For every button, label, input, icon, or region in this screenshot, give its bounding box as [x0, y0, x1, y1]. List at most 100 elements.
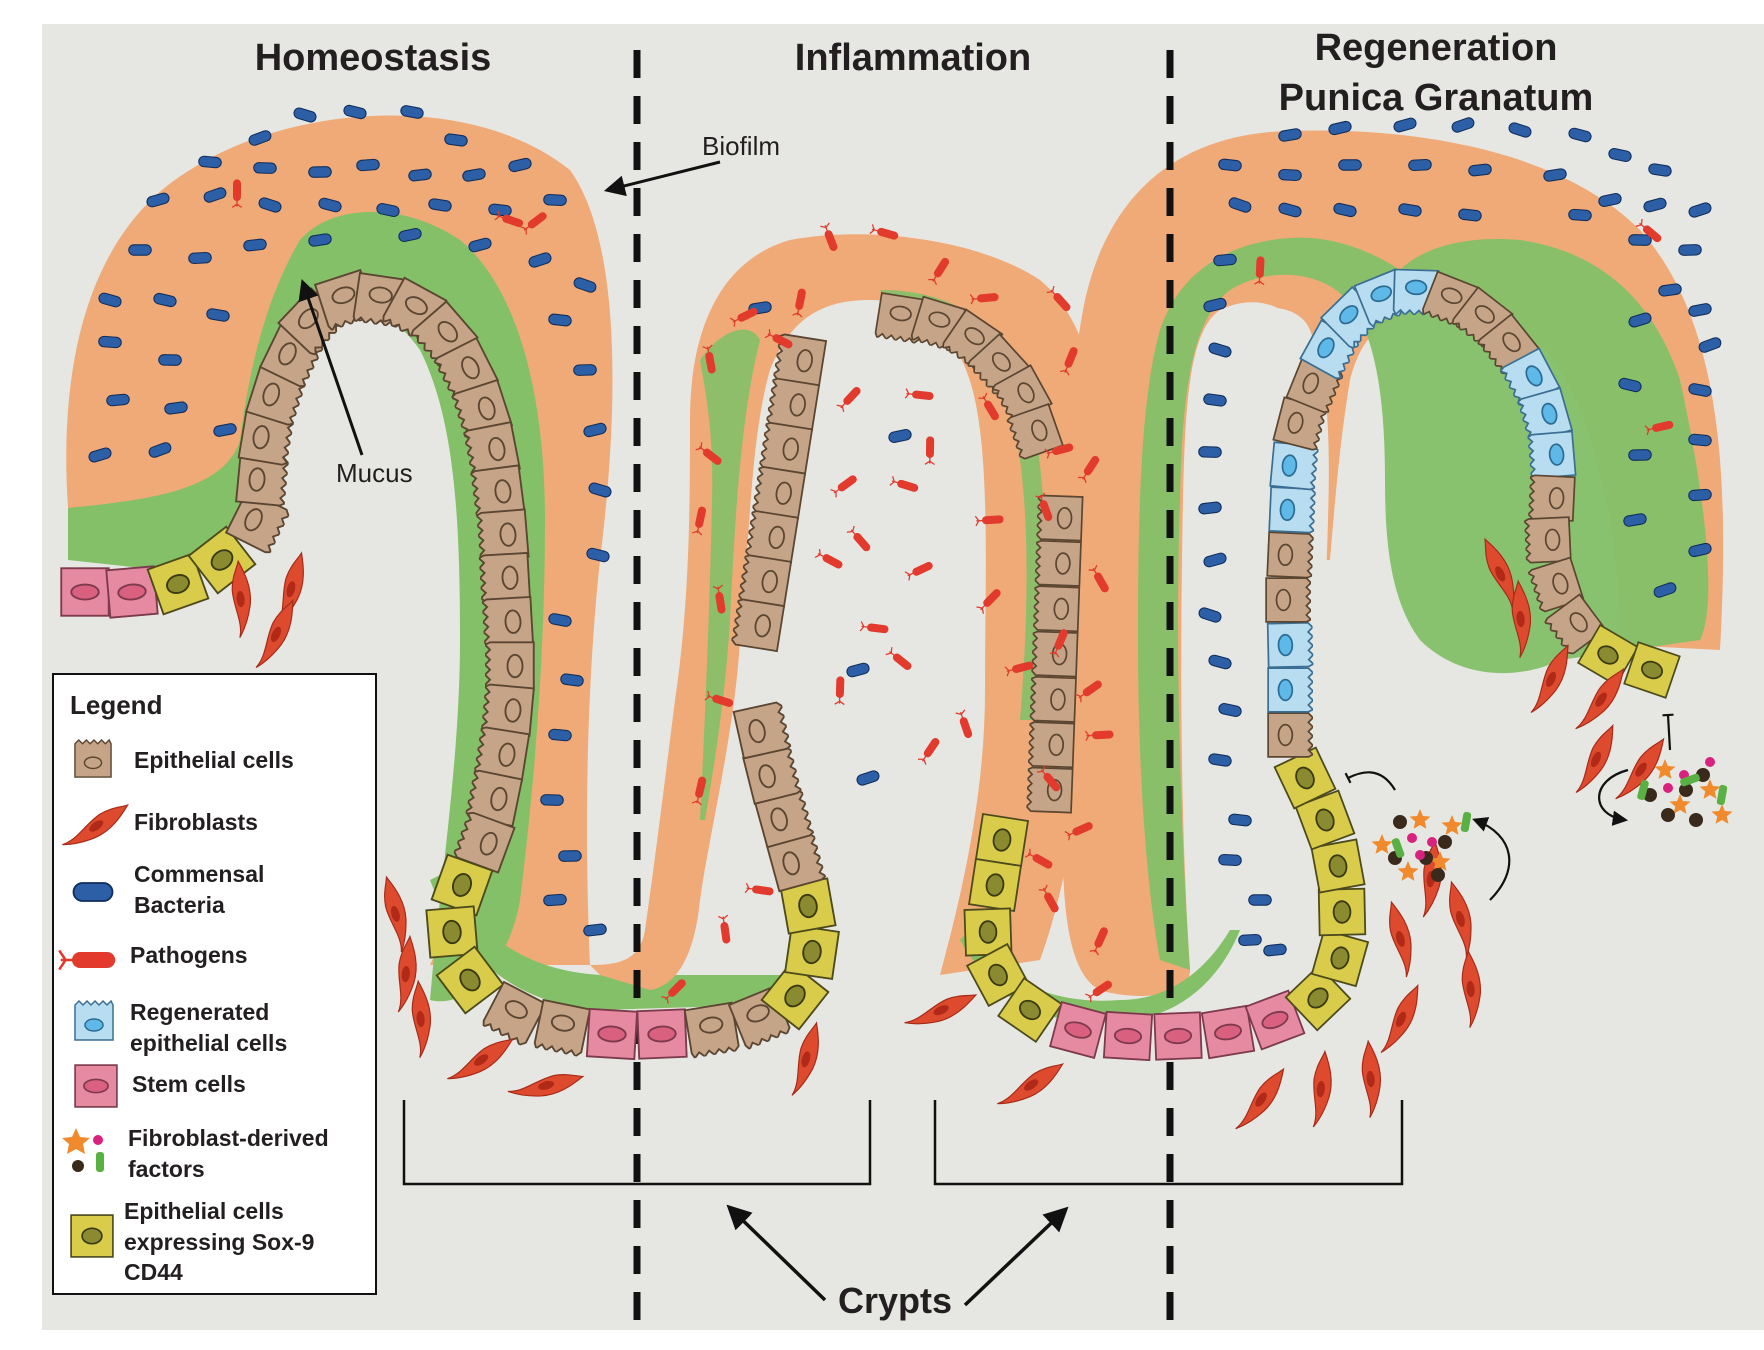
header-inflammation: Inflammation	[795, 37, 1031, 79]
factor-star	[1669, 794, 1691, 814]
commensal-bacterium	[1277, 168, 1303, 182]
header-regeneration: Regeneration	[1315, 27, 1558, 69]
legend-item-label: epithelial cells	[130, 1030, 287, 1056]
commensal-bacterium	[1567, 208, 1593, 222]
legend-item-label: Regenerated	[130, 999, 269, 1025]
factor-pill	[1680, 773, 1700, 787]
epithelial-cell	[1102, 1010, 1154, 1062]
legend-item-label: Pathogens	[130, 942, 248, 968]
legend-item-label: Epithelial cells	[134, 747, 294, 773]
regenerated-epithelial-cell-icon	[74, 1000, 114, 1041]
homeostasis-mucus	[68, 211, 545, 1002]
commensal-bacterium	[355, 158, 381, 172]
epithelial-cell	[1200, 1004, 1256, 1060]
factor-dot	[1427, 837, 1437, 847]
factor-pill	[1391, 838, 1405, 858]
commensal-bacterium	[542, 893, 568, 907]
factor-star	[1654, 759, 1676, 779]
factor-star	[1441, 815, 1463, 835]
epithelial-cell	[60, 567, 110, 617]
factor-pill	[1716, 784, 1728, 806]
epithelial-cell	[1032, 585, 1081, 633]
factor-dot	[1663, 783, 1673, 793]
commensal-bacterium	[158, 354, 182, 366]
homeostasis-crypt-mucus	[430, 870, 800, 1010]
factor-star	[1699, 779, 1721, 799]
epithelial-cell	[1527, 430, 1577, 480]
commensal-bacterium	[1628, 449, 1652, 461]
factor-dot	[1431, 868, 1445, 882]
commensal-bacterium	[1217, 853, 1243, 867]
epithelial-cell	[1266, 531, 1314, 579]
epithelial-cell	[1266, 621, 1314, 669]
commensal-bacterium	[97, 335, 123, 349]
epithelial-cell	[1265, 577, 1311, 623]
commensal-bacterium	[187, 251, 213, 265]
commensal-bacterium	[1262, 943, 1288, 957]
epithelial-cell-icon	[74, 739, 112, 778]
commensal-bacterium	[253, 161, 277, 175]
factor-dot	[1393, 815, 1407, 829]
commensal-bacterium	[1217, 158, 1243, 172]
epithelial-cell	[968, 858, 1022, 912]
factor-dot	[1705, 757, 1715, 767]
homeostasis-fold	[66, 115, 800, 1010]
commensal-bacterium	[1227, 813, 1253, 827]
commensal-bacterium	[1687, 488, 1713, 502]
factor-star	[1429, 851, 1451, 871]
inhibition-line-right	[1662, 713, 1674, 751]
factor-arrow-right	[1598, 768, 1629, 826]
epithelial-cell	[1029, 675, 1077, 723]
factor-star	[1397, 861, 1419, 881]
epithelial-cell	[1027, 721, 1076, 769]
header-punica-granatum: Punica Granatum	[1279, 77, 1594, 119]
commensal-bacterium	[542, 193, 568, 207]
inflammation-mucus-right	[880, 290, 1047, 720]
factor-dot	[1689, 813, 1703, 827]
legend-item-label: Stem cells	[132, 1071, 246, 1097]
fibroblast-factors-icon	[62, 1128, 104, 1172]
crypts-arrow-left	[726, 1204, 827, 1302]
epithelial-cell	[481, 596, 534, 649]
legend-item-label: Fibroblasts	[134, 809, 258, 835]
legend-item-label: CD44	[124, 1259, 183, 1285]
factor-dot	[1415, 850, 1425, 860]
epithelial-cell	[975, 813, 1029, 867]
epithelial-cell	[1267, 712, 1313, 758]
label-mucus: Mucus	[336, 458, 413, 488]
legend-item-label: Fibroblast-derived	[128, 1125, 329, 1151]
commensal-bacterium	[308, 166, 332, 178]
epithelial-cell	[636, 1008, 688, 1060]
factor-arrow-middle	[1472, 817, 1511, 901]
factor-star	[1409, 809, 1431, 829]
factor-dot	[1679, 783, 1693, 797]
epithelial-cell	[1268, 486, 1317, 534]
fibroblast-factor-clusters	[1371, 757, 1733, 882]
commensal-bacterium	[1212, 253, 1238, 267]
epithelial-cell	[585, 1007, 639, 1061]
epithelial-cell	[1317, 887, 1367, 937]
commensal-bacteria-icon	[72, 882, 114, 902]
commensal-bacterium	[105, 393, 131, 407]
commensal-bacterium	[1687, 433, 1713, 447]
legend-item-label: Epithelial cells	[124, 1198, 284, 1224]
commensal-bacterium	[487, 203, 513, 217]
commensal-bacterium	[1338, 159, 1362, 171]
sox9-cell-icon	[70, 1214, 114, 1258]
legend-item-label: Commensal	[134, 861, 264, 887]
legend-title: Legend	[70, 690, 162, 720]
crypt-bracket-right	[933, 1100, 1404, 1186]
commensal-bacterium	[540, 793, 564, 807]
commensal-bacterium	[1407, 158, 1433, 172]
epithelial-cell	[485, 641, 535, 691]
inhibition-line-middle	[1344, 771, 1396, 791]
epithelial-cell	[1153, 1011, 1203, 1061]
label-crypts: Crypts	[838, 1280, 952, 1321]
factor-pill	[1460, 811, 1472, 833]
epithelial-cell	[1267, 667, 1313, 713]
factor-dot	[1661, 808, 1675, 822]
crypts-arrow-right	[963, 1206, 1069, 1307]
epithelial-cell	[1527, 474, 1576, 522]
